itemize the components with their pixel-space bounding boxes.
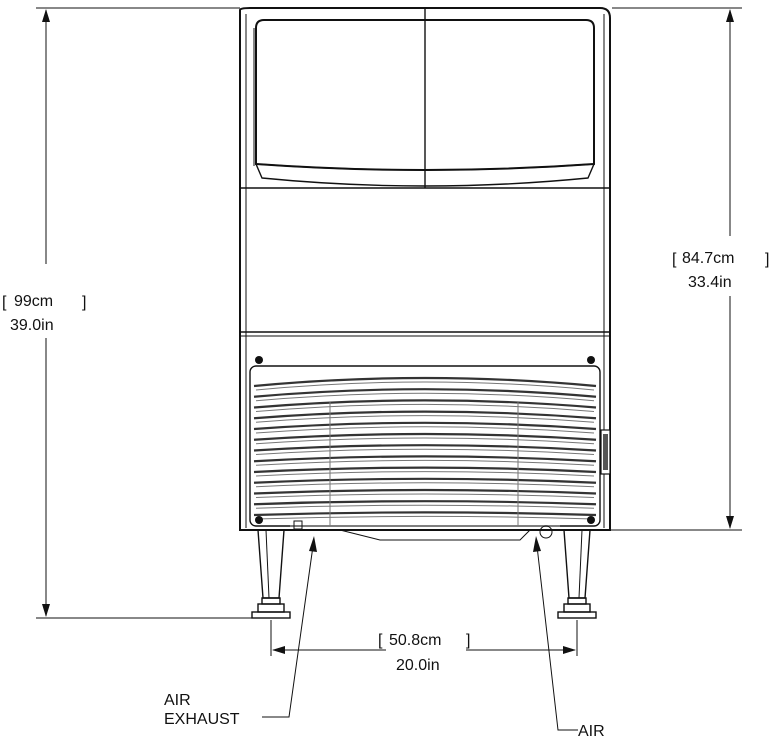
- cabinet-height-imperial: 33.4in: [688, 274, 732, 291]
- grill-louver: [253, 466, 597, 474]
- svg-text:[: [: [2, 294, 7, 311]
- leg-spacing-metric: 50.8cm: [389, 632, 441, 649]
- grill-louver-shadow: [255, 381, 595, 391]
- grill-louver-shadow: [255, 493, 595, 498]
- grill-louver-shadow: [255, 471, 595, 477]
- grill-louver-shadow: [255, 482, 595, 488]
- screw-top-left: [255, 356, 263, 364]
- svg-text:]: ]: [765, 251, 769, 268]
- leg-spacing-imperial: 20.0in: [396, 657, 440, 674]
- grill-louver-shadow: [255, 504, 595, 509]
- drain-fitting: [539, 525, 553, 539]
- grill-louver-shadow: [255, 448, 595, 455]
- grill-louver: [253, 500, 597, 506]
- air-exhaust-label-line2: EXHAUST: [164, 711, 240, 728]
- leg-right: [557, 529, 597, 619]
- svg-text:[: [: [378, 632, 383, 649]
- grill-louver: [253, 488, 597, 495]
- grill-louver: [253, 511, 597, 517]
- svg-text:[: [: [672, 251, 677, 268]
- cabinet: [239, 7, 611, 531]
- grill-louver: [253, 432, 597, 441]
- grill-louver: [253, 455, 597, 463]
- screw-bottom-right: [587, 516, 595, 524]
- grill-louver: [253, 410, 597, 420]
- front-grill: [249, 356, 611, 527]
- grill-louver: [253, 376, 597, 388]
- dimension-leg-spacing: [ ] 50.8cm 20.0in: [270, 620, 578, 678]
- grill-louver-shadow: [255, 515, 595, 520]
- base: [293, 520, 553, 541]
- cabinet-height-metric: 84.7cm: [682, 250, 734, 267]
- side-latch-inner: [603, 434, 608, 470]
- svg-text:]: ]: [82, 294, 86, 311]
- grill-louver-shadow: [255, 437, 595, 445]
- grill-louver-shadow: [255, 392, 595, 402]
- grill-louver: [253, 477, 597, 484]
- grill-louver-shadow: [255, 403, 595, 412]
- dimension-total-height: [ ] 99cm 39.0in: [2, 7, 252, 619]
- callout-air-intake: AIR: [533, 536, 605, 740]
- callout-air-exhaust: AIR EXHAUST: [164, 536, 317, 728]
- leg-left: [251, 529, 291, 619]
- air-exhaust-label-line1: AIR: [164, 692, 191, 709]
- grill-louver-shadow: [255, 426, 595, 434]
- grill-louver: [253, 388, 597, 398]
- screw-top-right: [587, 356, 595, 364]
- total-height-imperial: 39.0in: [10, 317, 54, 334]
- grill-louver: [253, 421, 597, 431]
- svg-text:]: ]: [466, 632, 470, 649]
- air-intake-label: AIR: [578, 723, 605, 740]
- bin-door: [253, 8, 596, 188]
- screw-bottom-left: [255, 516, 263, 524]
- grill-louver: [253, 399, 597, 409]
- grill-louver: [253, 444, 597, 452]
- total-height-metric: 99cm: [14, 293, 53, 310]
- grill-louvers: [253, 376, 597, 520]
- grill-louver-shadow: [255, 415, 595, 423]
- grill-louver-shadow: [255, 459, 595, 466]
- dimension-cabinet-height: [ ] 84.7cm 33.4in: [606, 7, 769, 531]
